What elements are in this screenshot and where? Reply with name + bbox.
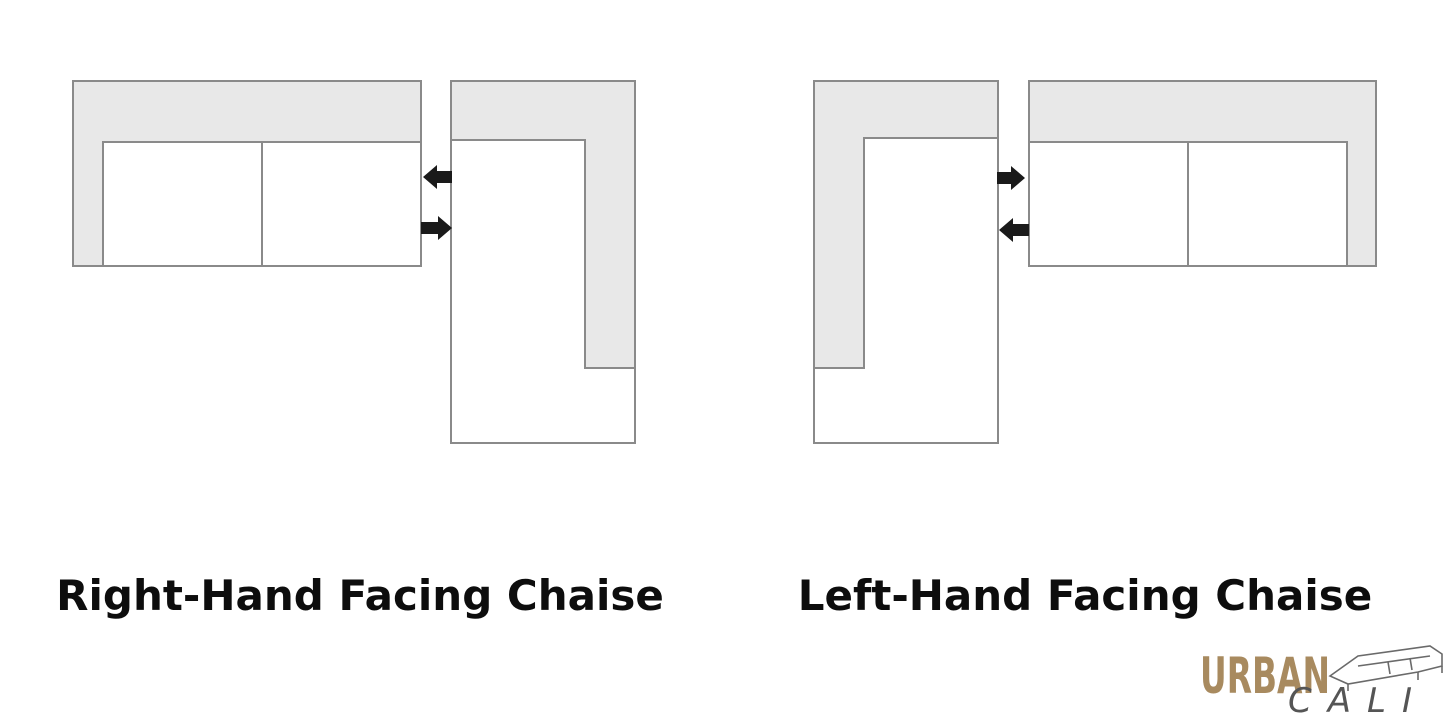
arrow-right-icon: [997, 166, 1025, 190]
lh-chaise: [813, 80, 999, 444]
logo-text-urban: URBAN: [1200, 647, 1330, 705]
rh-loveseat-seat-2: [261, 141, 422, 267]
left-hand-caption: Left-Hand Facing Chaise: [797, 571, 1373, 620]
lh-loveseat-seat-2: [1187, 141, 1348, 267]
rh-loveseat: [72, 80, 422, 267]
right-hand-configuration: [72, 80, 636, 444]
arrow-left-icon: [423, 165, 452, 189]
left-hand-configuration: [813, 80, 1377, 444]
lh-loveseat: [1028, 80, 1377, 267]
right-hand-caption: Right-Hand Facing Chaise: [56, 571, 664, 620]
rh-chaise: [450, 80, 636, 444]
arrow-right-icon: [421, 216, 452, 240]
logo-text-cali: CALI: [1288, 681, 1428, 721]
urban-cali-logo: URBAN CALI: [1200, 645, 1443, 721]
sofa-icon: [1328, 645, 1443, 691]
rh-loveseat-seat-1: [102, 141, 263, 267]
lh-loveseat-seat-1: [1028, 141, 1189, 267]
arrow-left-icon: [999, 218, 1029, 242]
